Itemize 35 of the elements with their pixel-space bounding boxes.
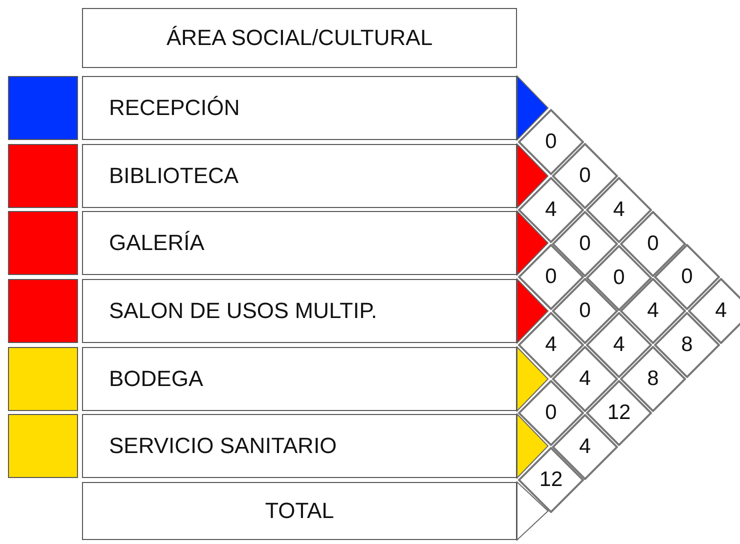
row-label: RECEPCIÓN bbox=[109, 95, 240, 121]
color-swatch bbox=[8, 279, 78, 343]
relationship-value: 12 bbox=[606, 400, 632, 424]
relationship-value: 8 bbox=[680, 333, 694, 357]
relationship-value: 0 bbox=[578, 232, 592, 256]
relationship-value: 0 bbox=[578, 299, 592, 323]
relationship-value: 0 bbox=[612, 266, 626, 290]
relationship-value: 4 bbox=[544, 333, 558, 357]
row-label: BIBLIOTECA bbox=[109, 163, 239, 189]
row-label: BODEGA bbox=[109, 366, 204, 392]
relationship-value: 4 bbox=[544, 198, 558, 222]
relationship-value: 0 bbox=[680, 265, 694, 289]
relationship-value: 4 bbox=[714, 299, 728, 323]
relationship-value: 0 bbox=[578, 164, 592, 188]
relationship-value: 0 bbox=[544, 265, 558, 289]
relationship-value: 4 bbox=[578, 434, 592, 458]
color-swatch bbox=[8, 144, 78, 208]
row-label: SERVICIO SANITARIO bbox=[109, 433, 337, 459]
row-label: GALERÍA bbox=[109, 230, 204, 256]
relationship-value: 0 bbox=[646, 232, 660, 256]
relationship-value: 8 bbox=[646, 366, 660, 390]
color-swatch bbox=[8, 414, 78, 478]
relationship-value: 0 bbox=[544, 130, 558, 154]
relationship-value: 12 bbox=[538, 468, 564, 492]
column-heading: ÁREA SOCIAL/CULTURAL bbox=[166, 25, 433, 51]
relationship-value: 0 bbox=[544, 400, 558, 424]
row-label: SALON DE USOS MULTIP. bbox=[109, 298, 378, 324]
total-label: TOTAL bbox=[265, 498, 334, 524]
color-swatch bbox=[8, 347, 78, 411]
relationship-value: 4 bbox=[612, 332, 626, 356]
relationship-value: 4 bbox=[578, 366, 592, 390]
color-swatch bbox=[8, 211, 78, 275]
relationship-value: 4 bbox=[612, 198, 626, 222]
color-swatch bbox=[8, 76, 78, 140]
relationship-value: 4 bbox=[646, 299, 660, 323]
